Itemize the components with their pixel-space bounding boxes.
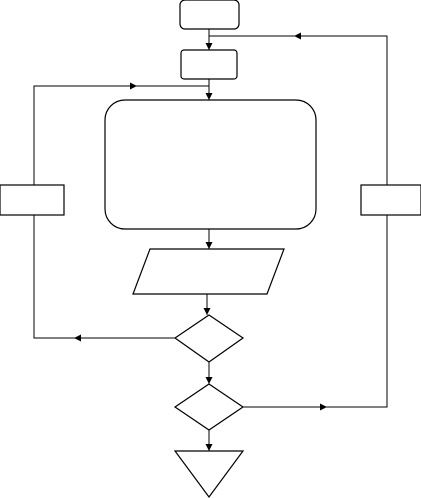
arrowhead (203, 308, 211, 315)
process-node[interactable] (104, 99, 317, 230)
arrowhead (294, 32, 301, 40)
arrowhead (130, 82, 137, 90)
arrowhead (74, 334, 81, 342)
arrowhead (205, 93, 213, 100)
decision-2-node[interactable] (173, 383, 245, 431)
left-loop-label-node[interactable] (0, 184, 65, 216)
right-loop-label-node[interactable] (360, 184, 421, 216)
arrowhead (205, 43, 213, 50)
arrowhead (205, 444, 213, 451)
decision-1-node[interactable] (173, 314, 245, 363)
step-1-node[interactable] (180, 49, 238, 80)
arrowhead (205, 377, 213, 384)
arrowhead (320, 403, 327, 411)
arrowhead (205, 242, 213, 249)
end-node[interactable] (173, 450, 245, 498)
input-output-node[interactable] (132, 248, 285, 295)
start-node[interactable] (179, 0, 240, 30)
